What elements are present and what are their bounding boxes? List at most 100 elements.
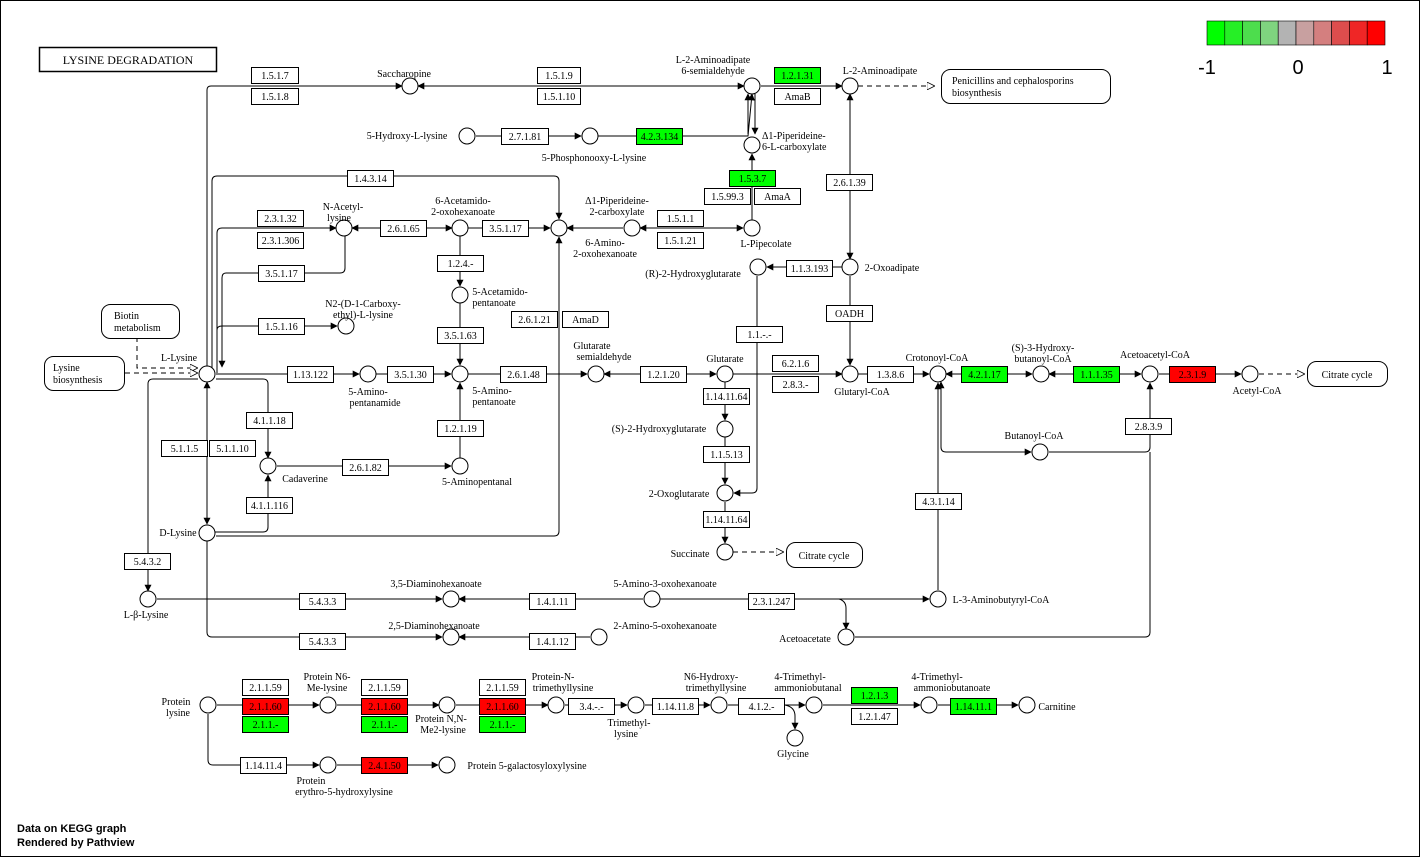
compound-butanoylcoa[interactable] [1031,443,1049,461]
enzyme-e5115[interactable]: 5.1.1.5 [161,440,208,457]
compound-piperideine2c[interactable] [623,219,641,237]
enzyme-e12147[interactable]: 1.2.1.47 [851,708,898,725]
enzyme-e283[interactable]: 2.8.3.- [772,376,819,393]
compound-n6melysine[interactable] [319,696,337,714]
enzyme-e211b[interactable]: 2.1.1.- [361,716,408,733]
enzyme-e1511[interactable]: 1.5.1.1 [657,210,704,227]
enzyme-e21160b[interactable]: 2.1.1.60 [361,698,408,715]
enzyme-e1518[interactable]: 1.5.1.8 [251,88,299,105]
compound-galactosyloxylysine[interactable] [438,756,456,774]
enzyme-e231306[interactable]: 2.3.1.306 [257,232,304,249]
enzyme-e21159c[interactable]: 2.1.1.59 [479,679,526,696]
compound-nacetyllysine[interactable] [335,219,353,237]
compound-carboxyethyllysine[interactable] [337,317,355,335]
compound-cadaverine[interactable] [259,457,277,475]
enzyme-e5432[interactable]: 5.4.3.2 [124,553,171,570]
enzyme-e211a[interactable]: 2.1.1.- [242,716,289,733]
compound-acetoacetate[interactable] [837,628,855,646]
enzyme-e211c[interactable]: 2.1.1.- [479,716,526,733]
compound-s-hydroxyglutarate[interactable] [716,420,734,438]
enzyme-amaa[interactable]: AmaA [754,188,801,205]
enzyme-e35117a[interactable]: 3.5.1.17 [482,220,529,237]
enzyme-e114118[interactable]: 1.14.11.8 [652,698,699,715]
enzyme-e2639[interactable]: 2.6.1.39 [826,174,873,191]
enzyme-e412[interactable]: 4.1.2.- [738,698,785,715]
enzyme-e15110[interactable]: 1.5.1.10 [537,88,581,105]
enzyme-e51110[interactable]: 5.1.1.10 [209,440,256,457]
enzyme-e12119[interactable]: 1.2.1.19 [437,420,484,437]
compound-acetoacetylcoa[interactable] [1141,365,1159,383]
compound-phosphooxylysine[interactable] [581,127,599,145]
compound-erythro[interactable] [319,756,337,774]
compound-aminopentanoate[interactable] [451,365,469,383]
enzyme-e35163[interactable]: 3.5.1.63 [437,327,484,344]
compound-glycine[interactable] [786,729,804,747]
enzyme-oadh[interactable]: OADH [826,305,873,322]
enzyme-e26148[interactable]: 2.6.1.48 [500,366,547,383]
compound-proteinlysine[interactable] [199,696,217,714]
compound-l2aa[interactable] [841,77,859,95]
enzyme-e15116[interactable]: 1.5.1.16 [258,318,305,335]
compound-llysine[interactable] [198,365,216,383]
enzyme-e24150[interactable]: 2.4.1.50 [361,757,408,774]
enzyme-e26121[interactable]: 2.6.1.21 [511,311,558,328]
compound-amino5oxo[interactable] [590,628,608,646]
compound-trimethyllysine-p[interactable] [547,696,565,714]
compound-acetamido2oxo[interactable] [451,219,469,237]
enzyme-e2319[interactable]: 2.3.1.9 [1169,366,1216,383]
enzyme-e1519[interactable]: 1.5.1.9 [537,67,581,84]
compound-hydroxybutanoylcoa[interactable] [1032,365,1050,383]
enzyme-e6216[interactable]: 6.2.1.6 [772,355,819,372]
enzyme-e35130[interactable]: 3.5.1.30 [387,366,434,383]
enzyme-e231247[interactable]: 2.3.1.247 [748,593,795,610]
compound-trimethyllysine[interactable] [627,696,645,714]
enzyme-e21159b[interactable]: 2.1.1.59 [361,679,408,696]
enzyme-e2839[interactable]: 2.8.3.9 [1125,418,1172,435]
enzyme-e113193[interactable]: 1.1.3.193 [786,260,833,277]
compound-hydroxylysine[interactable] [458,127,476,145]
compound-pipecolate[interactable] [743,219,761,237]
enzyme-e113122[interactable]: 1.13.122 [287,366,334,383]
enzyme-e114164b[interactable]: 1.14.11.64 [703,511,750,528]
enzyme-e11[interactable]: 1.1.-.- [736,326,783,343]
compound-tmab-ate[interactable] [920,696,938,714]
compound-dlysine[interactable] [198,524,216,542]
enzyme-e114114[interactable]: 1.14.11.4 [240,757,287,774]
enzyme-e11135[interactable]: 1.1.1.35 [1073,366,1120,383]
map-lysine-biosynthesis[interactable]: Lysine biosynthesis [44,356,125,391]
enzyme-e11513[interactable]: 1.1.5.13 [703,446,750,463]
enzyme-e114164a[interactable]: 1.14.11.64 [703,388,750,405]
map-penicillins[interactable]: Penicillins and cephalosporins biosynthe… [941,69,1111,104]
compound-diaminohexanoate35[interactable] [442,590,460,608]
enzyme-e14111[interactable]: 1.4.1.11 [529,593,576,610]
enzyme-e1431[interactable]: 1.4.3.14 [347,170,394,187]
compound-oxoadipate[interactable] [841,258,859,276]
enzyme-e23132[interactable]: 2.3.1.32 [257,210,304,227]
map-biotin[interactable]: Biotin metabolism [101,304,180,339]
compound-saccharopine[interactable] [401,77,419,95]
compound-aminobutyrylcoa[interactable] [929,590,947,608]
compound-r-hydroxyglutarate[interactable] [749,258,767,276]
compound-lblysine[interactable] [139,590,157,608]
enzyme-e34[interactable]: 3.4.-.- [568,698,615,715]
enzyme-amab[interactable]: AmaB [774,88,821,105]
enzyme-amad[interactable]: AmaD [562,311,609,328]
enzyme-e2781[interactable]: 2.7.1.81 [501,128,549,145]
enzyme-e5433a[interactable]: 5.4.3.3 [299,593,346,610]
compound-acetylcoa[interactable] [1241,365,1259,383]
compound-amino3oxo[interactable] [643,590,661,608]
enzyme-e21160a[interactable]: 2.1.1.60 [242,698,289,715]
enzyme-e21159a[interactable]: 2.1.1.59 [242,679,289,696]
enzyme-e15993[interactable]: 1.5.99.3 [704,188,751,205]
compound-glutarate[interactable] [716,365,734,383]
enzyme-e1517[interactable]: 1.5.1.7 [251,67,299,84]
compound-diaminohexanoate25[interactable] [442,628,460,646]
enzyme-e21160c[interactable]: 2.1.1.60 [479,698,526,715]
compound-succinate[interactable] [716,543,734,561]
compound-acetamidopentanoate[interactable] [451,286,469,304]
compound-glutarate-sa[interactable] [587,365,605,383]
compound-crotonoylcoa[interactable] [929,365,947,383]
enzyme-e124[interactable]: 1.2.4.- [437,255,484,272]
compound-n6hydroxy[interactable] [710,696,728,714]
enzyme-e12120[interactable]: 1.2.1.20 [640,366,687,383]
